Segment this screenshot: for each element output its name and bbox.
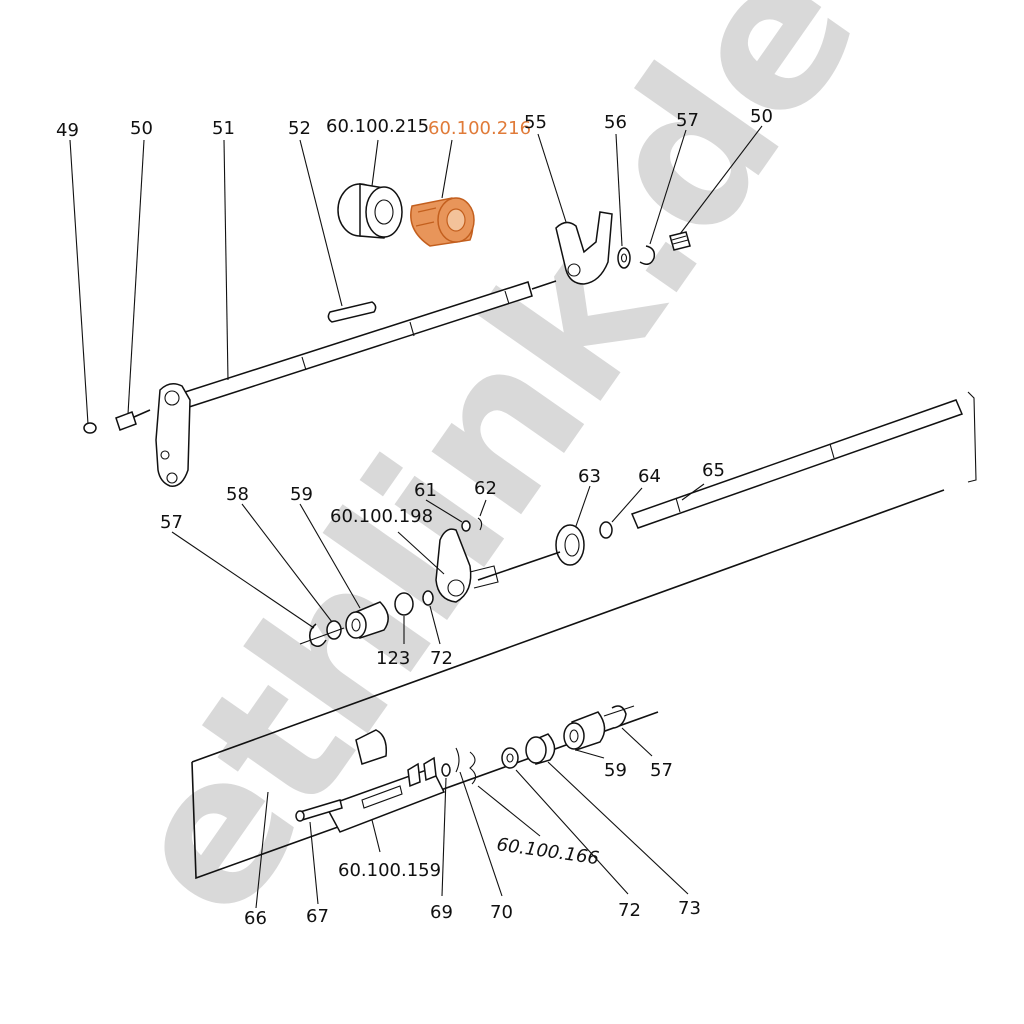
label-67: 67 xyxy=(306,906,329,927)
label-49: 49 xyxy=(56,120,79,141)
lever-hole-mid xyxy=(160,450,170,460)
washer-58 xyxy=(326,620,342,640)
clip-70 xyxy=(455,747,460,773)
lower-panel-frame xyxy=(191,489,945,880)
label-56: 56 xyxy=(604,112,627,133)
collar-60-100-215 xyxy=(337,183,403,239)
part-66 xyxy=(355,729,388,765)
clip-62 xyxy=(477,517,483,531)
label-60-100-159: 60.100.159 xyxy=(338,860,441,881)
label-69: 69 xyxy=(430,902,453,923)
label-59-lower: 59 xyxy=(604,760,627,781)
label-63: 63 xyxy=(578,466,601,487)
label-57-lower: 57 xyxy=(650,760,673,781)
label-50-left: 50 xyxy=(130,118,153,139)
label-61: 61 xyxy=(414,480,437,501)
label-65: 65 xyxy=(702,460,725,481)
ring-72-middle xyxy=(422,590,434,606)
ring-63 xyxy=(555,524,585,566)
washer-56 xyxy=(617,247,631,269)
label-60-100-215: 60.100.215 xyxy=(326,116,429,137)
upper-shaft-group xyxy=(83,183,691,487)
leader-lines xyxy=(69,125,763,909)
ring-123 xyxy=(394,592,414,616)
screw-50-right xyxy=(669,231,691,251)
retaining-ring-57-top xyxy=(639,245,656,265)
screw-50 xyxy=(115,411,137,431)
label-123: 123 xyxy=(376,648,410,669)
label-60-100-216-highlighted: 60.100.216 xyxy=(428,118,531,139)
washer-61 xyxy=(461,520,471,532)
spring-60-100-166 xyxy=(469,751,477,785)
shaft-51-grooves xyxy=(301,290,510,371)
middle-shaft-group xyxy=(299,391,977,647)
label-60-100-198: 60.100.198 xyxy=(330,506,433,527)
shaft-65-grooves xyxy=(675,443,835,513)
retaining-ring-57-lower xyxy=(611,705,627,729)
label-72-lower: 72 xyxy=(618,900,641,921)
label-73: 73 xyxy=(678,898,701,919)
lever-clamp xyxy=(469,565,499,589)
screw-50-shank xyxy=(133,409,151,418)
fork-55-hole xyxy=(567,263,581,277)
lower-panel-group xyxy=(191,489,945,880)
shaft-65 xyxy=(630,399,964,529)
label-72-middle: 72 xyxy=(430,648,453,669)
washer-69 xyxy=(441,763,451,777)
label-70: 70 xyxy=(490,902,513,923)
label-51: 51 xyxy=(212,118,235,139)
label-62: 62 xyxy=(474,478,497,499)
label-50-right: 50 xyxy=(750,106,773,127)
lever-hole-bottom xyxy=(166,472,178,484)
pin-52 xyxy=(327,301,377,323)
label-55: 55 xyxy=(524,112,547,133)
bracket-right xyxy=(967,391,977,483)
middle-axis xyxy=(477,551,561,581)
nut-49 xyxy=(83,422,97,434)
lever-hole-top xyxy=(164,390,180,406)
retaining-ring-57-middle xyxy=(309,623,327,647)
label-60-100-166: 60.100.166 xyxy=(495,834,600,869)
label-66: 66 xyxy=(244,908,267,929)
lever-arm xyxy=(155,383,191,487)
ring-72-lower xyxy=(501,747,519,769)
label-57-top: 57 xyxy=(676,110,699,131)
label-59-middle: 59 xyxy=(290,484,313,505)
label-52: 52 xyxy=(288,118,311,139)
label-58: 58 xyxy=(226,484,249,505)
washer-64 xyxy=(599,521,613,539)
label-57-middle: 57 xyxy=(160,512,183,533)
label-64: 64 xyxy=(638,466,661,487)
bushing-60-100-216-highlighted xyxy=(410,197,475,247)
shaft-51-axis xyxy=(531,280,557,290)
lever-60-100-198 xyxy=(435,528,472,603)
